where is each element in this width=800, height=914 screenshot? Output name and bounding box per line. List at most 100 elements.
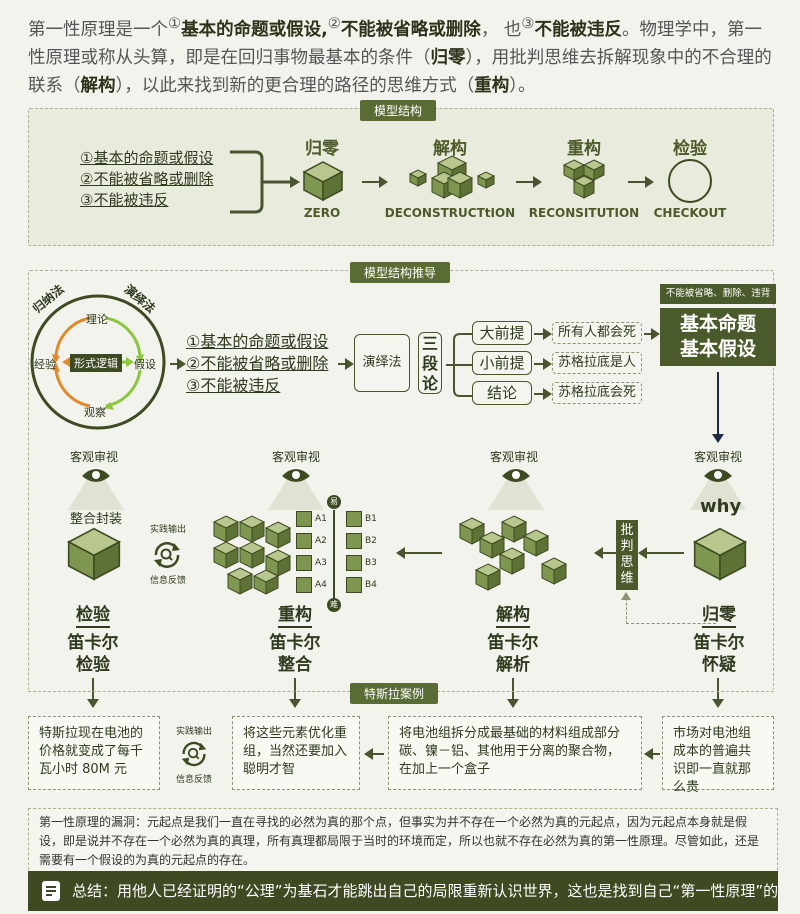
arrow-zero-to-deconstruct — [362, 176, 388, 188]
intro-keyword: 重构 — [474, 75, 510, 96]
column-reconstruct-line1: 笛卡尔 — [269, 633, 321, 653]
arrow-case-zero-to-deconstruct — [644, 748, 660, 760]
intro-text: 。物理学中，第一性原理或称从头算，即是在回归事物最基本的条件（ — [28, 19, 762, 68]
a-item: A2 — [296, 530, 327, 552]
b-item: B3 — [346, 552, 377, 574]
column-zero-line2: 怀疑 — [702, 655, 736, 675]
intro-keyword: 归零 — [430, 47, 466, 68]
stage-deconstruct-sub: DECONSTRUCTtION — [384, 206, 516, 220]
flaw-note: 第一性原理的漏洞：元起点是我们一直在寻找的必然为真的那个点，但事实为并不存在一个… — [28, 808, 778, 875]
column-deconstruct-line1: 笛卡尔 — [487, 633, 539, 653]
critical-thinking-box: 批判思维 — [616, 520, 638, 590]
arrow-result-down — [717, 372, 719, 436]
column-zero-title: 归零 — [702, 604, 736, 628]
cycle-center-label: 形式逻辑 — [70, 354, 122, 372]
observe-label-1: 客观审视 — [70, 450, 119, 464]
deconstruct-cubes-icon — [408, 155, 496, 199]
case-reconstruct: 将这些元素优化重组，当然还要加入聪明才智 — [232, 716, 360, 790]
column-reconstruct-line2: 整合 — [278, 655, 312, 675]
eye-icon — [268, 469, 324, 510]
check-cube-icon — [66, 527, 122, 581]
reconstruct-cubes-icon — [562, 159, 606, 199]
column-reconstruct-title: 重构 — [278, 604, 312, 628]
feedback-label: 信息反馈 — [150, 576, 187, 586]
stage-reconstruct-title: 重构 — [567, 139, 601, 159]
model-premise-2: ②不能被省略或删除 — [80, 170, 214, 188]
observe-label-4: 客观审视 — [694, 450, 743, 464]
stage-deconstruct-title: 解构 — [433, 139, 467, 159]
observe-label-2: 客观审视 — [272, 450, 321, 464]
b-item: B4 — [346, 574, 377, 596]
column-check-title: 检验 — [76, 604, 110, 628]
arrow-deconstruct-to-reconstruct-flow — [396, 547, 442, 559]
arrow-deconstruct-down — [507, 678, 519, 708]
intro-keyword: 不能被违反 — [534, 19, 622, 40]
column-check-line2: 检验 — [76, 655, 110, 675]
arrow-case-deconstruct-to-reconstruct — [364, 748, 384, 760]
minor-premise-box: 小前提 — [472, 351, 532, 375]
b-item: B2 — [346, 530, 377, 552]
b-items-column: B1 B2 B3 B4 — [346, 508, 377, 596]
arrow-deconstruct-to-reconstruct — [516, 176, 542, 188]
eye-icon — [690, 469, 746, 510]
cycle-left-label: 经验 — [34, 358, 56, 371]
method-box: 演绎法 — [354, 334, 410, 392]
intro-number: ③ — [521, 15, 535, 32]
summary-text: 总结：用他人已经证明的“公理”为基石才能跳出自己的局限重新认识世界，这也是找到自… — [72, 882, 778, 900]
intro-keyword: 不能被省略或删除 — [340, 19, 481, 40]
conclusion-example: 苏格拉底会死 — [552, 382, 642, 404]
column-reconstruct-label: 重构 笛卡尔 整合 — [240, 604, 350, 676]
case-check: 特斯拉现在电池的价格就变成了每千瓦小时 80M 元 — [28, 716, 160, 790]
deduction-premise-3: ③不能被违反 — [186, 376, 281, 395]
cycle-bottom-label: 观察 — [84, 406, 106, 419]
why-label: why — [700, 496, 742, 517]
zero-cube-icon — [302, 161, 344, 202]
minor-example: 苏格拉底是人 — [552, 352, 642, 374]
cycle-right-label: 假设 — [134, 358, 156, 371]
deduction-premise-list: ①基本的命题或假设 ②不能被省略或删除 ③不能被违反 — [186, 331, 328, 397]
column-deconstruct-line2: 解析 — [496, 655, 530, 675]
intro-number: ① — [168, 15, 182, 32]
column-zero-line1: 笛卡尔 — [693, 633, 745, 653]
intro-text: ），以此来找到新的更合理的路径的思维方式（ — [115, 75, 475, 96]
check-circle-icon — [668, 159, 712, 203]
case-deconstruct: 将电池组拆分成最基础的材料组成部分碳、镍－铝、其他用于分离的聚合物，在加上一个盒… — [388, 716, 642, 790]
arrow-major — [534, 328, 552, 340]
tesla-refresh-search-icon — [181, 741, 207, 767]
arrow-zero-to-deconstruct-flow — [594, 547, 618, 559]
stage-check-sub: CHECKOUT — [653, 206, 727, 220]
syllogism-box: 三段论 — [418, 332, 442, 394]
deduction-tag: 模型结构推导 — [350, 262, 451, 283]
tesla-practice-label: 实践输出 — [176, 727, 213, 737]
arrow-conclusion — [534, 388, 552, 400]
intro-text: ）。 — [509, 75, 536, 96]
rule-badge: 不能被省略、删除、违背 — [660, 284, 776, 304]
easy-hard-line — [333, 510, 335, 598]
intro-keyword: 基本的命题或假设 — [181, 19, 322, 40]
feedback-dashed-head — [621, 592, 631, 600]
observe-label-3: 客观审视 — [490, 450, 539, 464]
summary-bar: 总结：用他人已经证明的“公理”为基石才能跳出自己的局限重新认识世界，这也是找到自… — [28, 871, 778, 911]
eye-icon — [68, 469, 124, 510]
intro-keyword: 解构 — [80, 75, 116, 96]
column-check-label: 检验 笛卡尔 检验 — [38, 604, 148, 676]
result-line-1: 基本命题 — [679, 313, 756, 335]
model-premise-3: ③不能被违反 — [80, 191, 169, 209]
model-bracket — [230, 150, 300, 214]
arrow-minor — [534, 358, 552, 370]
arrow-reconstruct-to-check — [628, 176, 654, 188]
a-items-column: A1 A2 A3 A4 — [296, 508, 327, 596]
deduction-premise-2: ②不能被省略或删除 — [186, 354, 329, 373]
arrow-examples-to-result — [644, 328, 660, 340]
model-premise-1: ①基本的命题或假设 — [80, 149, 214, 167]
arrow-critical-left — [638, 547, 684, 559]
a-item: A3 — [296, 552, 327, 574]
intro-text: 第一性原理是一个 — [28, 19, 168, 40]
stage-reconstruct-sub: RECONSITUTION — [528, 206, 640, 220]
model-structure-tag: 模型结构 — [360, 100, 437, 121]
eye-icon — [488, 469, 544, 510]
major-example: 所有人都会死 — [552, 322, 642, 344]
arrow-result-head — [712, 434, 724, 443]
reconstruct-grid-cubes-icon — [212, 515, 292, 595]
column-check-line1: 笛卡尔 — [67, 633, 119, 653]
